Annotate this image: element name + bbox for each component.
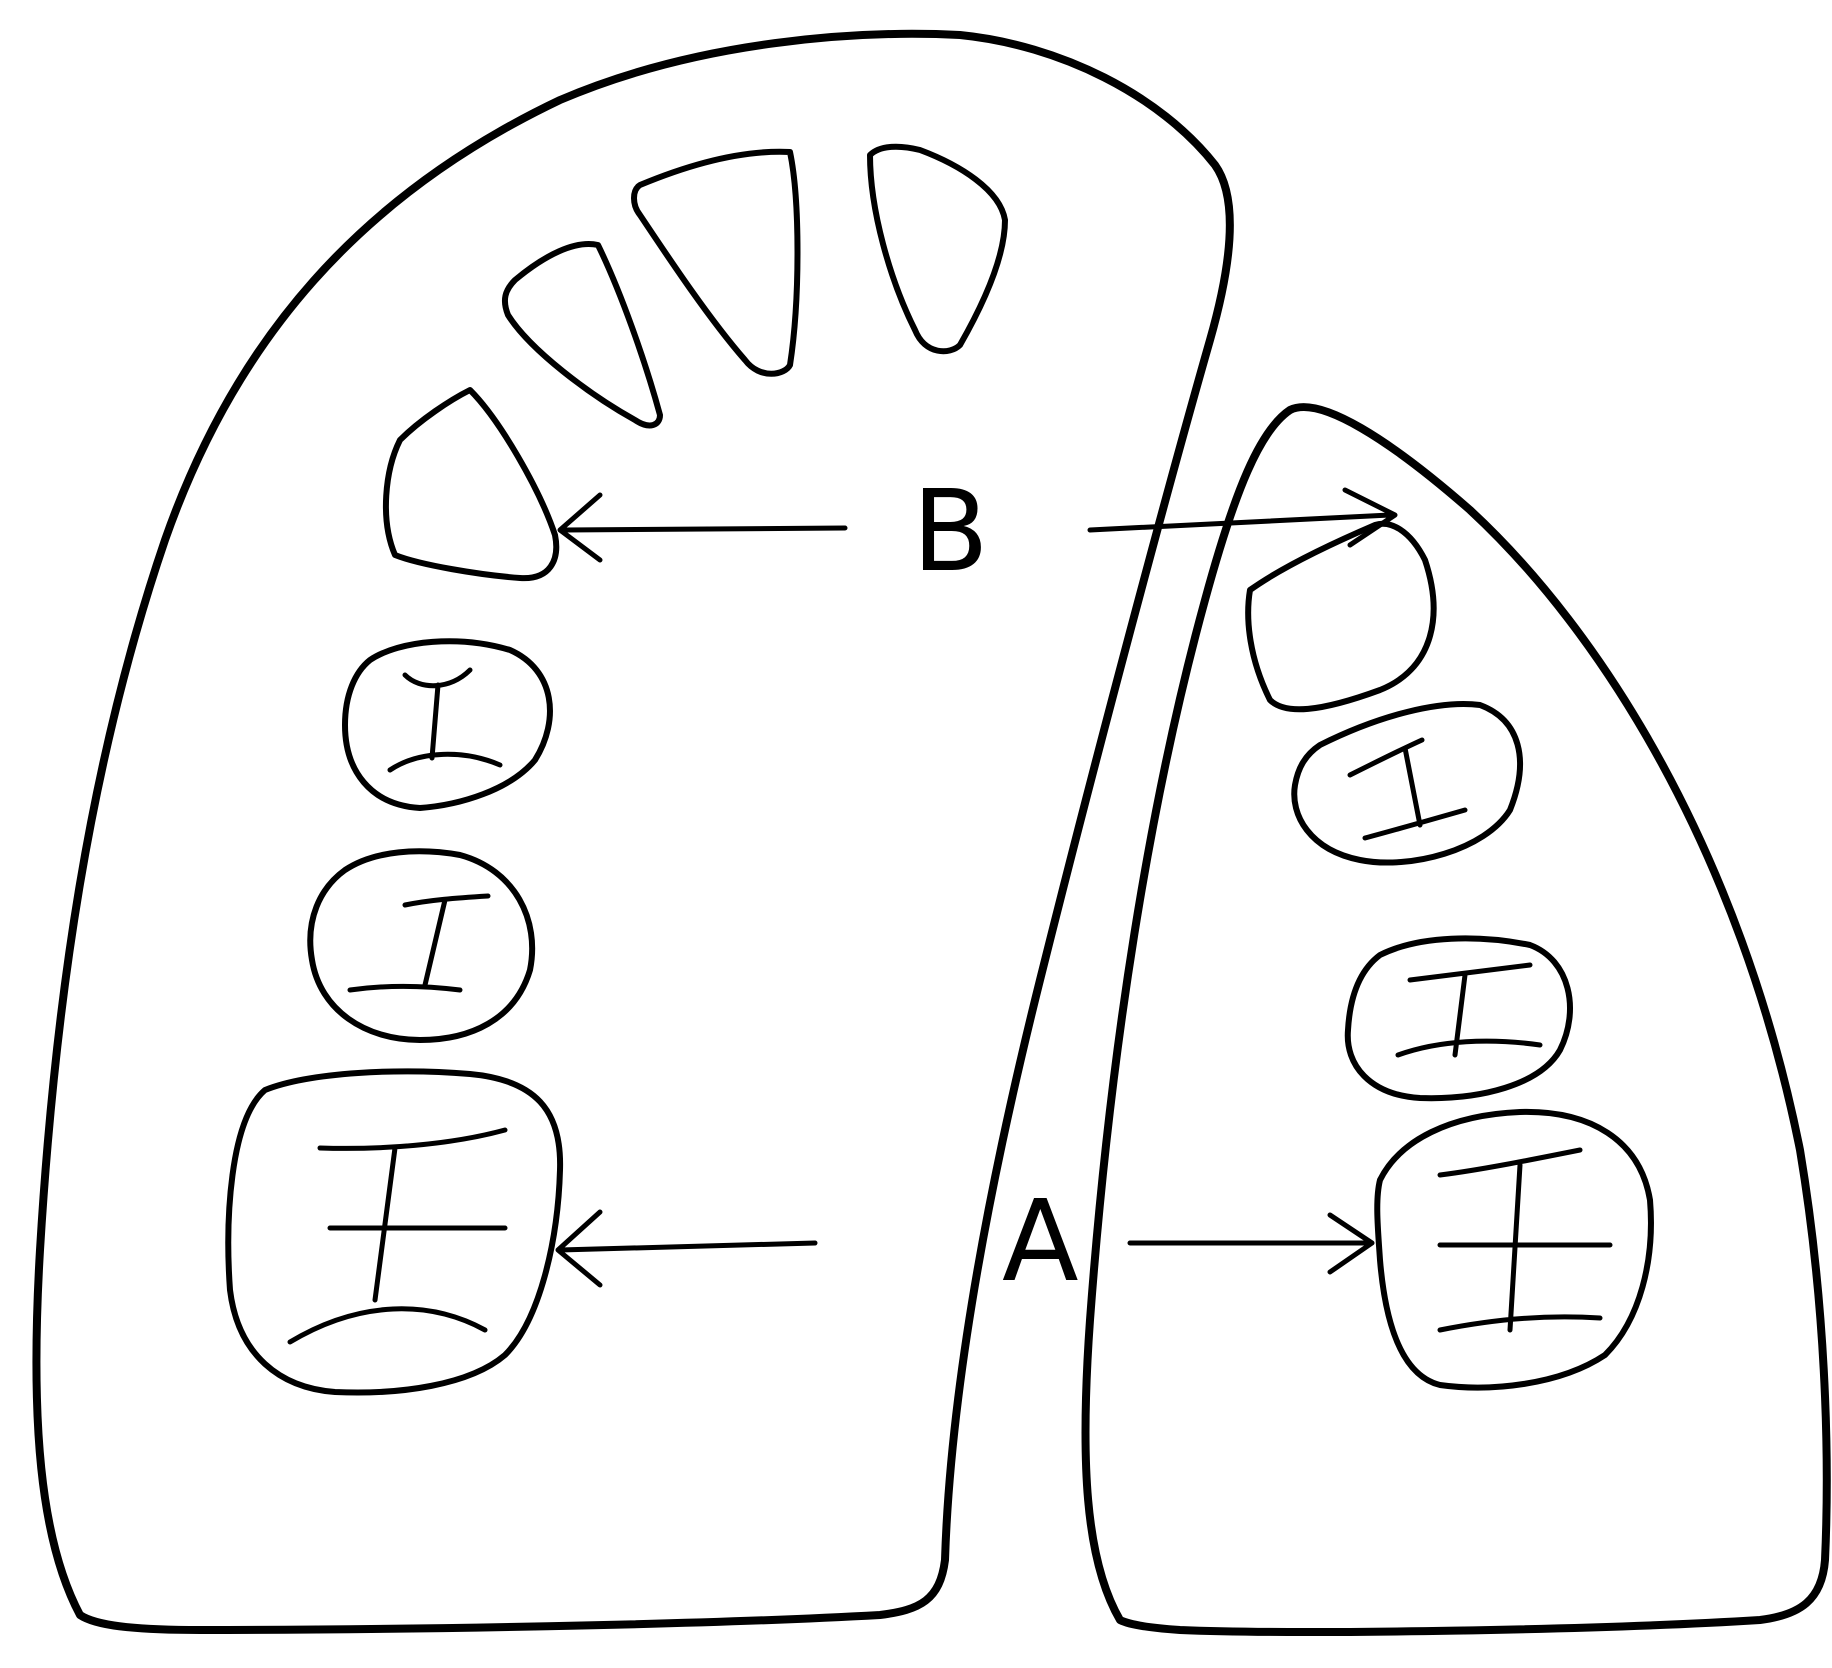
right-anterior-tooth [1248,524,1433,710]
arrow-a-to-left-molar [558,1212,815,1285]
left-anterior-tooth-4 [386,390,556,578]
label-a: A [1002,1177,1079,1307]
right-molar-fissure [1440,1150,1610,1330]
right-premolar-2-fissure [1398,965,1540,1055]
left-molar [228,1071,560,1392]
left-premolar-1 [345,641,550,808]
label-b: B [912,467,989,597]
left-anterior-tooth-1 [870,147,1005,352]
left-anterior-tooth-3 [505,244,660,425]
arrow-b-to-left-tooth [560,495,845,560]
left-premolar-2-fissure [350,896,488,990]
left-anterior-tooth-2 [634,152,798,374]
left-cast-outline [36,34,1229,1630]
right-cast-outline [1085,407,1826,1632]
right-premolar-1-fissure [1350,740,1465,838]
left-molar-fissure [290,1130,505,1342]
arrow-a-to-right-molar [1130,1215,1372,1272]
left-premolar-1-fissure [390,670,500,770]
right-premolar-1 [1294,704,1520,862]
left-premolar-2 [310,851,532,1040]
